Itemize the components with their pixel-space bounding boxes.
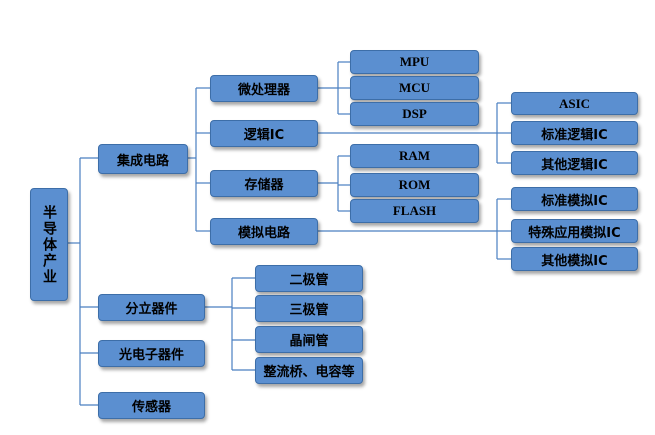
root-node: 半导体产业 xyxy=(30,188,68,301)
node-rom: ROM xyxy=(350,173,479,197)
node-mpu: MPU xyxy=(350,50,479,74)
node-memory: 存储器 xyxy=(210,170,318,197)
node-asic: ASIC xyxy=(511,92,638,115)
node-flash: FLASH xyxy=(350,199,479,223)
node-ram: RAM xyxy=(350,144,479,168)
node-mcu: MCU xyxy=(350,76,479,100)
node-integrated-circuit: 集成电路 xyxy=(98,144,188,174)
node-other-analog-ic: 其他模拟IC xyxy=(511,247,638,271)
node-discrete-devices: 分立器件 xyxy=(98,294,205,321)
node-transistor: 三极管 xyxy=(255,295,363,322)
node-rectifier-capacitor: 整流桥、电容等 xyxy=(255,357,363,384)
node-thyristor: 晶闸管 xyxy=(255,326,363,353)
node-optoelectronic-devices: 光电子器件 xyxy=(98,340,205,367)
node-diode: 二极管 xyxy=(255,265,363,292)
node-sensors: 传感器 xyxy=(98,392,205,419)
node-standard-logic-ic: 标准逻辑IC xyxy=(511,121,638,145)
node-logic-ic: 逻辑IC xyxy=(210,120,318,147)
node-standard-analog-ic: 标准模拟IC xyxy=(511,187,638,211)
node-analog-circuit: 模拟电路 xyxy=(210,218,318,245)
node-special-analog-ic: 特殊应用模拟IC xyxy=(511,219,638,243)
node-other-logic-ic: 其他逻辑IC xyxy=(511,151,638,175)
node-dsp: DSP xyxy=(350,102,479,126)
node-microprocessor: 微处理器 xyxy=(210,75,318,102)
